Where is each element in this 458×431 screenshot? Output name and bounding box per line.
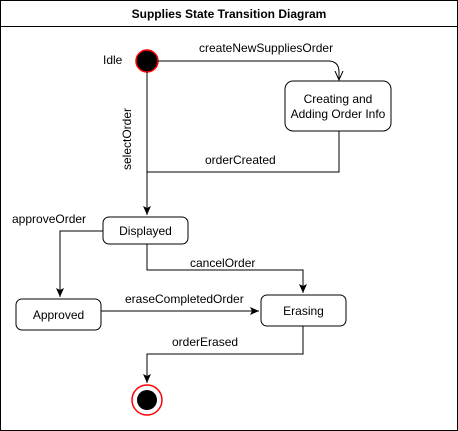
state-erasing-label: Erasing: [283, 304, 324, 318]
transition-erase-completed-label: eraseCompletedOrder: [125, 292, 244, 306]
transition-select-order-label: selectOrder: [120, 108, 134, 170]
state-creating-line2: Adding Order Info: [291, 107, 386, 121]
transition-order-erased-label: orderErased: [172, 335, 238, 349]
transition-approve-order-label: approveOrder: [12, 212, 86, 226]
transition-create-new-label: createNewSuppliesOrder: [199, 41, 333, 55]
transition-cancel-order-arrow: [146, 244, 307, 293]
transition-create-new-arrow: [158, 60, 339, 80]
initial-state-label: Idle: [103, 53, 123, 67]
state-creating-line1: Creating and: [304, 92, 373, 106]
final-state-core: [137, 390, 157, 410]
state-creating-order: [284, 80, 392, 132]
initial-state: [135, 49, 159, 73]
state-approved-label: Approved: [33, 308, 84, 322]
transition-cancel-order-label: cancelOrder: [190, 256, 255, 270]
transition-order-created-label: orderCreated: [205, 153, 276, 167]
diagram-title: Supplies State Transition Diagram: [132, 7, 327, 21]
transition-order-created-line: [147, 131, 340, 173]
transition-approve-order-arrow: [56, 230, 103, 297]
state-approved: [15, 298, 102, 331]
transition-order-erased-arrow: [143, 326, 304, 383]
state-displayed-label: Displayed: [119, 224, 172, 238]
